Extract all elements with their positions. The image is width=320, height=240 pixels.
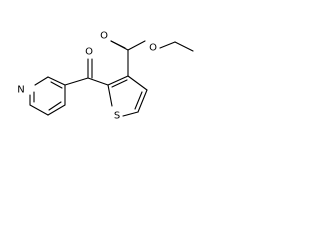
chemical-structure-canvas: N O S O O <box>0 0 220 148</box>
bond <box>127 40 146 51</box>
atom-label-nitrogen: N <box>17 85 24 96</box>
bond <box>107 75 129 86</box>
chemical-structure-diagram: N O S O O <box>17 31 194 122</box>
bond-double-inner <box>50 81 63 89</box>
thiophene-ring <box>107 75 148 117</box>
bond <box>64 77 89 86</box>
atom-label-ester-carbonyl-oxygen: O <box>100 31 108 42</box>
bond <box>47 104 66 116</box>
atom-label-ester-ether-oxygen: O <box>149 43 157 54</box>
bond <box>29 104 49 116</box>
bond <box>87 77 109 86</box>
ester-group <box>110 40 194 77</box>
atom-label-sulfur: S <box>114 111 120 122</box>
atom-label-ketone-oxygen: O <box>85 47 93 58</box>
bond <box>137 89 148 113</box>
bond-double-inner <box>134 91 143 110</box>
bond <box>107 84 113 107</box>
bond <box>34 76 49 86</box>
bond <box>127 75 148 91</box>
bond-double <box>110 40 126 49</box>
bond-double-inner <box>48 101 62 111</box>
bond <box>122 111 139 117</box>
bond <box>159 41 176 49</box>
bond <box>47 76 66 86</box>
bond-double-inner <box>111 79 128 88</box>
pyridine-ring <box>29 76 66 116</box>
ketone-group <box>64 58 109 86</box>
bond <box>174 41 194 52</box>
